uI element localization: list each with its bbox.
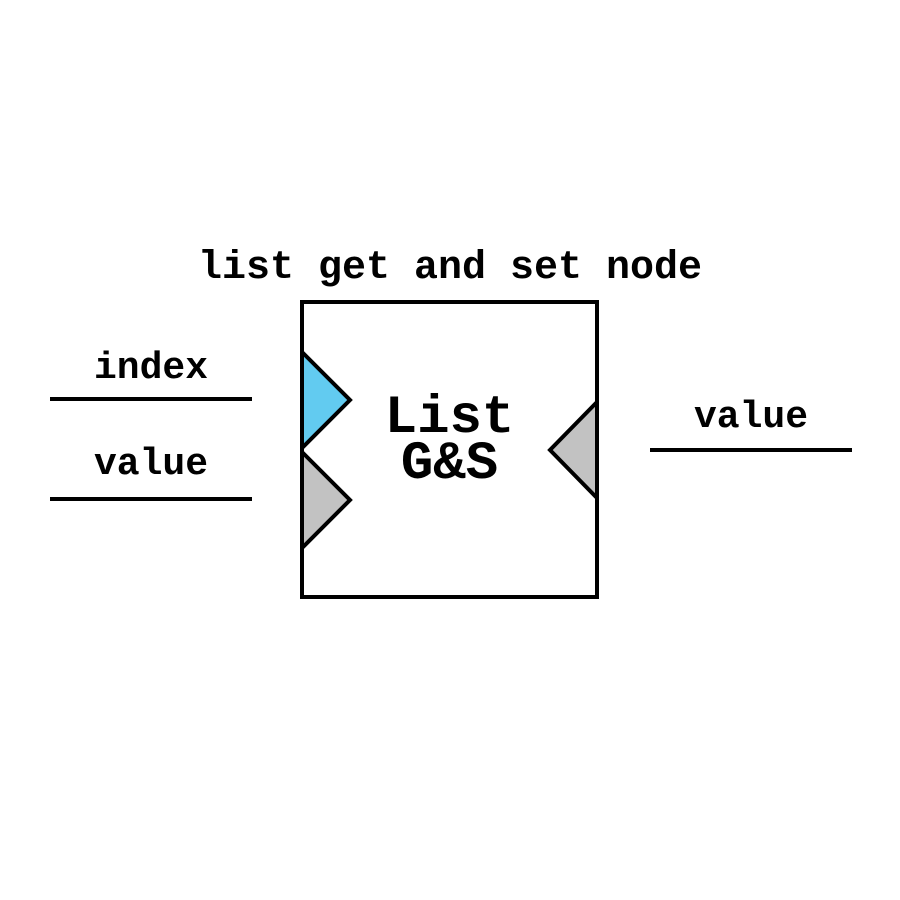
node-label-line2: G&S (400, 434, 499, 495)
input-label-index: index (93, 347, 209, 390)
input-wire-index (50, 397, 252, 401)
input-port-index-triangle-icon (300, 347, 353, 453)
output-port-value-triangle-icon (547, 397, 599, 503)
input-port-value-triangle-icon (300, 447, 353, 553)
input-wire-value (50, 497, 252, 501)
node-label-line1: List (384, 388, 515, 449)
node-label: List G&S (300, 388, 599, 495)
input-label-value: value (93, 443, 209, 486)
output-label-value: value (693, 396, 809, 439)
output-wire-value (650, 448, 852, 452)
diagram-title: list get and set node (197, 246, 703, 291)
